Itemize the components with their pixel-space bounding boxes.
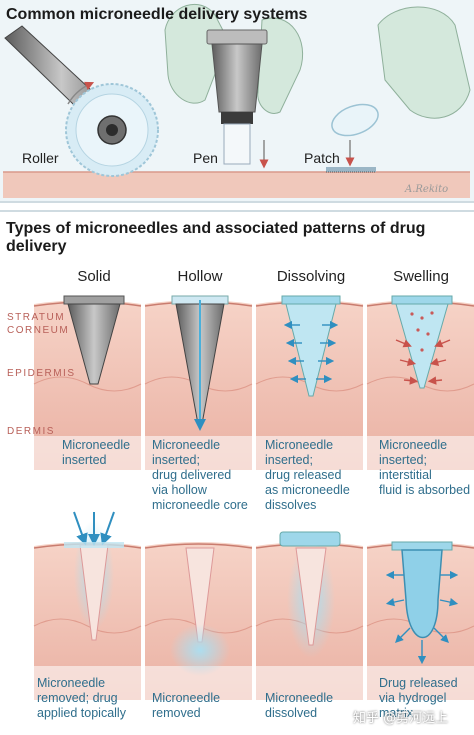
caption-solid-inserted: Microneedle inserted xyxy=(62,438,131,467)
skin-block-solid-1 xyxy=(34,300,141,470)
caption-swelling-inserted: Microneedle inserted; interstitial fluid… xyxy=(379,438,471,497)
dissolving-dissolved xyxy=(279,531,341,658)
hollow-removed xyxy=(170,547,230,676)
pen-label: Pen xyxy=(193,150,218,166)
dermis-fade xyxy=(367,666,474,700)
dermal-junction-line xyxy=(33,376,142,392)
caption-dissolving-inserted: Microneedle inserted; drug released as m… xyxy=(265,438,350,512)
zhihu-watermark: 知乎 @剪河远上 xyxy=(353,711,449,726)
dissolving-needle-inserted xyxy=(281,295,341,397)
caption-solid-removed: Microneedle removed; drug applied topica… xyxy=(37,676,126,720)
solid-topical-application xyxy=(64,511,124,641)
caption-dissolving-dissolved: Microneedle dissolved xyxy=(265,691,334,720)
layer-dermis: DERMIS xyxy=(7,426,55,437)
dermis-fade xyxy=(367,436,474,470)
patch-label: Patch xyxy=(304,150,340,166)
layer-epidermis: EPIDERMIS xyxy=(7,368,76,379)
delivery-systems-title: Common microneedle delivery systems xyxy=(6,6,308,23)
heading-dissolving: Dissolving xyxy=(276,268,346,285)
roller-icon xyxy=(4,25,159,177)
layer-stratum-corneum: STRATUM CORNEUM xyxy=(7,312,70,336)
caption-swelling-released: Drug released via hydrogel matrix xyxy=(379,676,458,720)
solid-needle-inserted xyxy=(63,295,125,385)
heading-hollow: Hollow xyxy=(177,268,223,285)
patch-icon xyxy=(326,6,471,173)
heading-solid: Solid xyxy=(77,268,111,285)
artist-signature: A.Rekito xyxy=(405,184,449,195)
dermis-fade xyxy=(256,666,363,700)
heading-swelling: Swelling xyxy=(393,268,449,285)
dermis-fade xyxy=(34,436,141,470)
caption-hollow-inserted: Microneedle inserted; drug delivered via… xyxy=(152,438,248,512)
skin-strip xyxy=(3,172,470,198)
dermis-fade xyxy=(145,436,252,470)
pen-icon xyxy=(164,3,304,169)
caption-hollow-removed: Microneedle removed xyxy=(152,691,221,720)
swelling-needle-inserted xyxy=(391,295,453,389)
swelling-hydrogel xyxy=(385,541,459,665)
dermis-fade xyxy=(256,436,363,470)
microneedle-types-title: Types of microneedles and associated pat… xyxy=(6,220,426,255)
hollow-needle-inserted xyxy=(171,295,229,431)
roller-label: Roller xyxy=(22,150,59,166)
dermis-fade xyxy=(34,666,141,700)
stratum-corneum-line xyxy=(144,543,253,549)
